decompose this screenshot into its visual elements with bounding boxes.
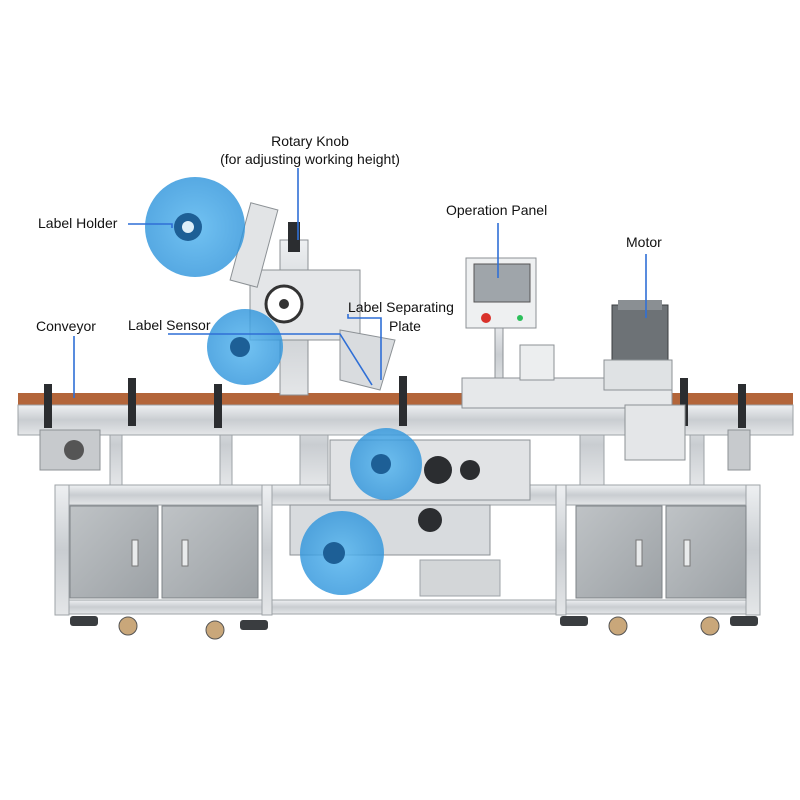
- feet-and-casters: [70, 616, 758, 640]
- motor-label: Motor: [626, 234, 662, 250]
- label-rolls: [145, 177, 422, 595]
- rotary-knob-label-line2: (for adjusting working height): [220, 151, 400, 167]
- callout-line-label-sensor: [168, 333, 373, 386]
- rotary-knob-label-line1: Rotary Knob: [271, 133, 349, 149]
- callout-line-label-separating-plate: [347, 314, 382, 380]
- base-frame: [54, 484, 761, 616]
- label-separating-plate-label-line2: Plate: [389, 318, 421, 334]
- guide-clamps: [44, 376, 746, 428]
- operation-panel-housing: [465, 257, 537, 391]
- callout-lines: [73, 168, 647, 398]
- right-station: [461, 300, 686, 461]
- label-separating-plate-label-line1: Label Separating: [348, 299, 454, 315]
- callout-line-label-holder: [128, 223, 173, 228]
- label-sensor-label: Label Sensor: [128, 317, 211, 333]
- cabinet-doors: [69, 505, 747, 599]
- conveyor-label: Conveyor: [36, 318, 96, 334]
- label-holder-label: Label Holder: [38, 215, 118, 231]
- operation-panel-label: Operation Panel: [446, 202, 548, 218]
